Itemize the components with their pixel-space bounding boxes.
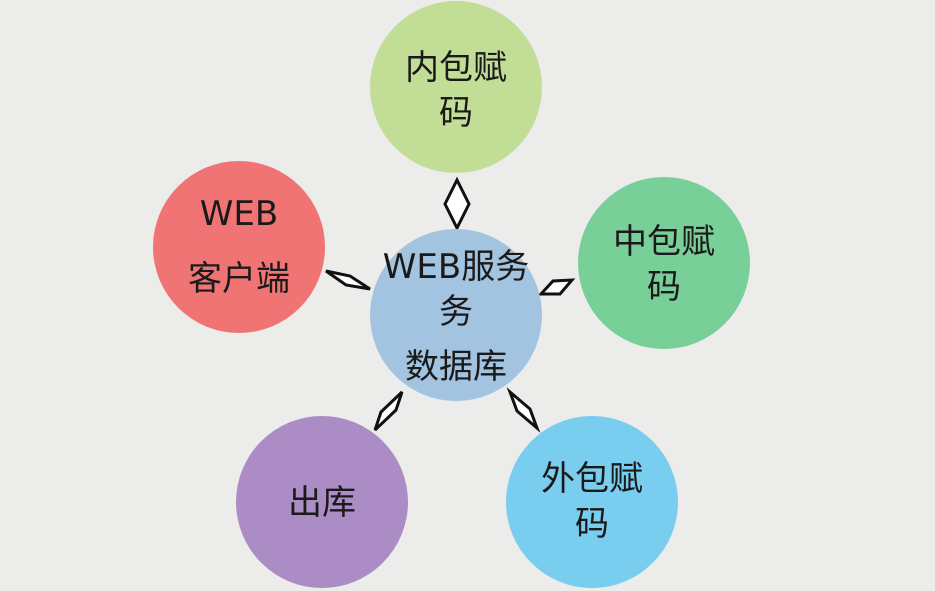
- node-web-service-database: WEB服务 务 数据库: [370, 229, 542, 401]
- connector-top: [443, 176, 471, 232]
- node-web-client: WEB 客户端: [153, 161, 325, 333]
- connector-right: [537, 278, 576, 296]
- node-middle-pack-coding: 中包赋 码: [578, 177, 750, 349]
- node-inner-pack-coding-circle: [370, 1, 542, 173]
- node-outer-pack-coding: 外包赋 码: [506, 416, 678, 588]
- node-inner-pack-coding-label-1: 内包赋: [405, 48, 507, 88]
- node-inner-pack-coding: 内包赋 码: [370, 1, 542, 173]
- node-inner-pack-coding-label-2: 码: [439, 93, 473, 133]
- connector-bottom-left: [373, 390, 404, 432]
- node-middle-pack-coding-label-2: 码: [647, 267, 681, 307]
- node-outer-pack-coding-circle: [506, 416, 678, 588]
- node-outbound-label-1: 出库: [288, 483, 356, 523]
- node-middle-pack-coding-circle: [578, 177, 750, 349]
- node-outbound-circle: [236, 416, 408, 588]
- node-web-service-database-label-1: WEB服务: [383, 247, 529, 287]
- node-web-client-label-1: WEB: [200, 194, 278, 234]
- connector-bottom-right: [506, 387, 541, 433]
- node-web-service-database-circle: [370, 229, 542, 401]
- connector-left: [325, 269, 371, 291]
- node-outer-pack-coding-label-1: 外包赋: [541, 459, 643, 499]
- node-web-client-label-2: 客户端: [188, 259, 290, 299]
- node-web-service-database-label-2: 务: [439, 292, 473, 332]
- node-outbound: 出库: [236, 416, 408, 588]
- node-outer-pack-coding-label-2: 码: [575, 504, 609, 544]
- node-web-client-circle: [153, 161, 325, 333]
- node-web-service-database-label-3: 数据库: [405, 347, 507, 387]
- node-middle-pack-coding-label-1: 中包赋: [613, 222, 715, 262]
